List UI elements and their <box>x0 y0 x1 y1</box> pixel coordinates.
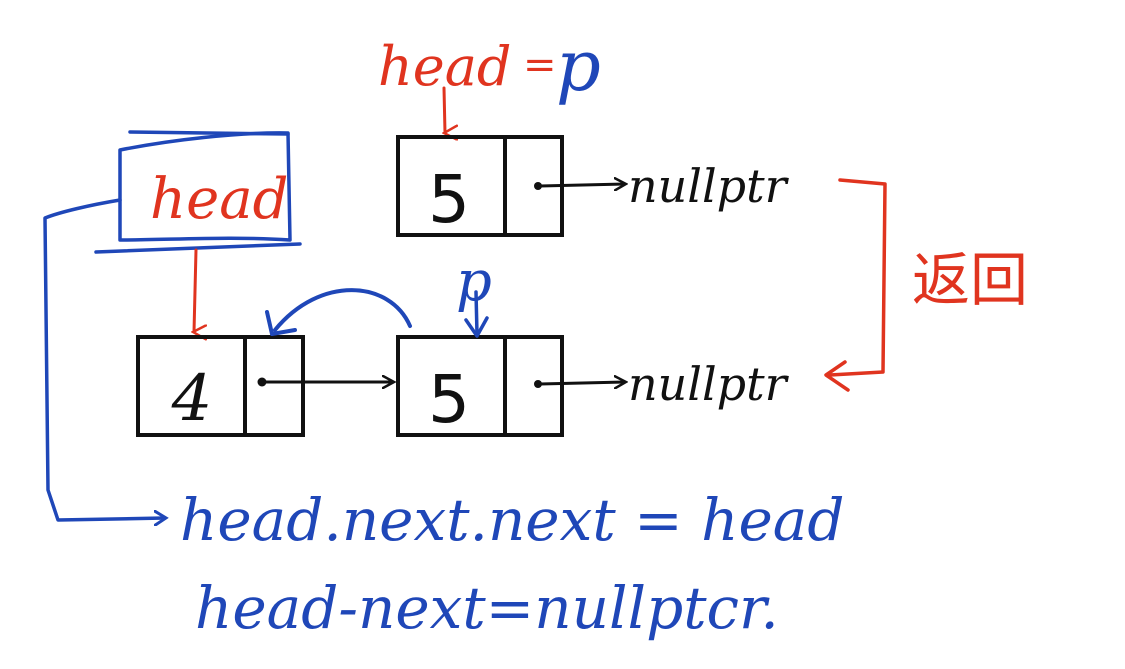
bottom-right-node: 5 <box>396 335 564 438</box>
reverse-link-arrow <box>273 288 412 332</box>
head-highlight-box <box>118 131 292 242</box>
top-node: 5 <box>396 135 564 238</box>
left-node-pointer-dot <box>257 377 267 387</box>
boxed-head-label: head <box>150 167 288 232</box>
top-node-value: 5 <box>428 161 470 238</box>
top-equals-sign: = <box>523 42 557 88</box>
statement-line-2: head-next=nullptcr. <box>195 574 779 642</box>
top-node-pointer-dot <box>534 182 542 190</box>
bottom-right-node-box <box>396 335 564 437</box>
left-node-value: 4 <box>171 362 213 436</box>
return-label: 返回 <box>912 246 1028 314</box>
top-p-label: p <box>556 25 601 107</box>
p-pointer-arrowhead <box>464 316 489 338</box>
p-middle-label: p <box>456 249 492 314</box>
top-nullptr-label: nullptr <box>628 159 790 213</box>
left-node-box <box>136 335 305 437</box>
reverse-link-arrowhead <box>265 310 297 336</box>
bottom-nullptr-label: nullptr <box>628 357 790 411</box>
p-pointer-arrow <box>474 290 479 336</box>
return-bracket-arrowhead <box>824 360 850 392</box>
top-head-pointer-arrow <box>444 86 445 133</box>
bottom-right-node-pointer-dot <box>534 380 542 388</box>
statement-line-1: head.next.next = head <box>180 486 845 554</box>
bottom-next-arrow <box>539 382 625 384</box>
head-box-bottom-edge <box>94 242 302 254</box>
return-bracket <box>828 178 887 377</box>
bottom-right-node-value: 5 <box>428 361 470 438</box>
top-next-arrow <box>539 184 625 186</box>
head-pointer-arrow <box>194 248 196 332</box>
head-box-top-edge <box>128 130 290 136</box>
left-node: 4 <box>136 335 305 437</box>
head-to-statement-bracket <box>43 198 165 520</box>
